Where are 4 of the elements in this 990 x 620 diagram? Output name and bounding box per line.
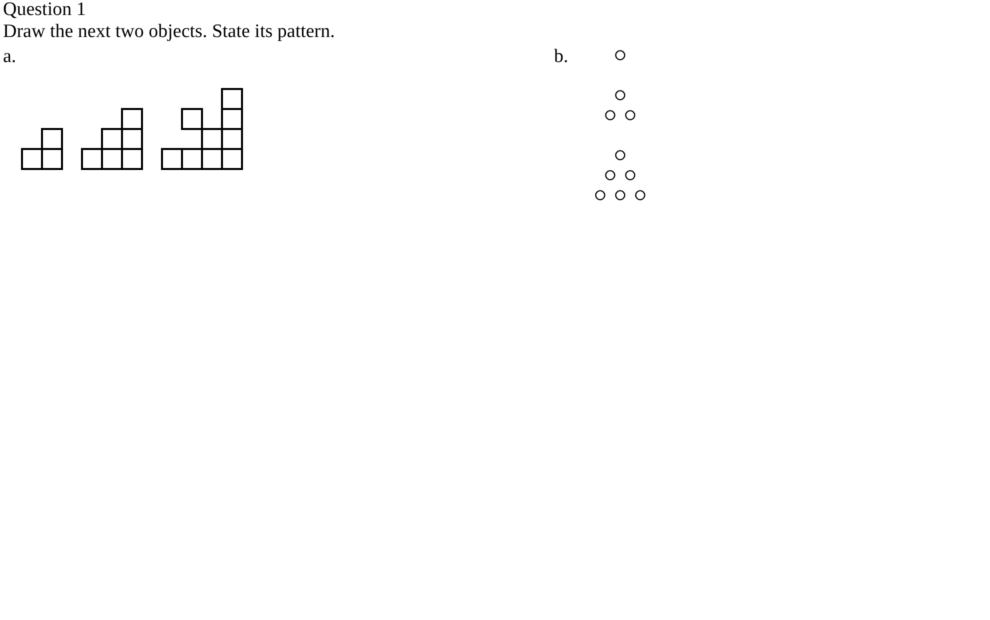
part-label: a. xyxy=(3,47,16,67)
instruction-text: Draw the next two objects. State its pattern. xyxy=(3,22,335,42)
question-heading: Question 1 xyxy=(3,0,86,20)
part-label: b. xyxy=(554,47,568,67)
